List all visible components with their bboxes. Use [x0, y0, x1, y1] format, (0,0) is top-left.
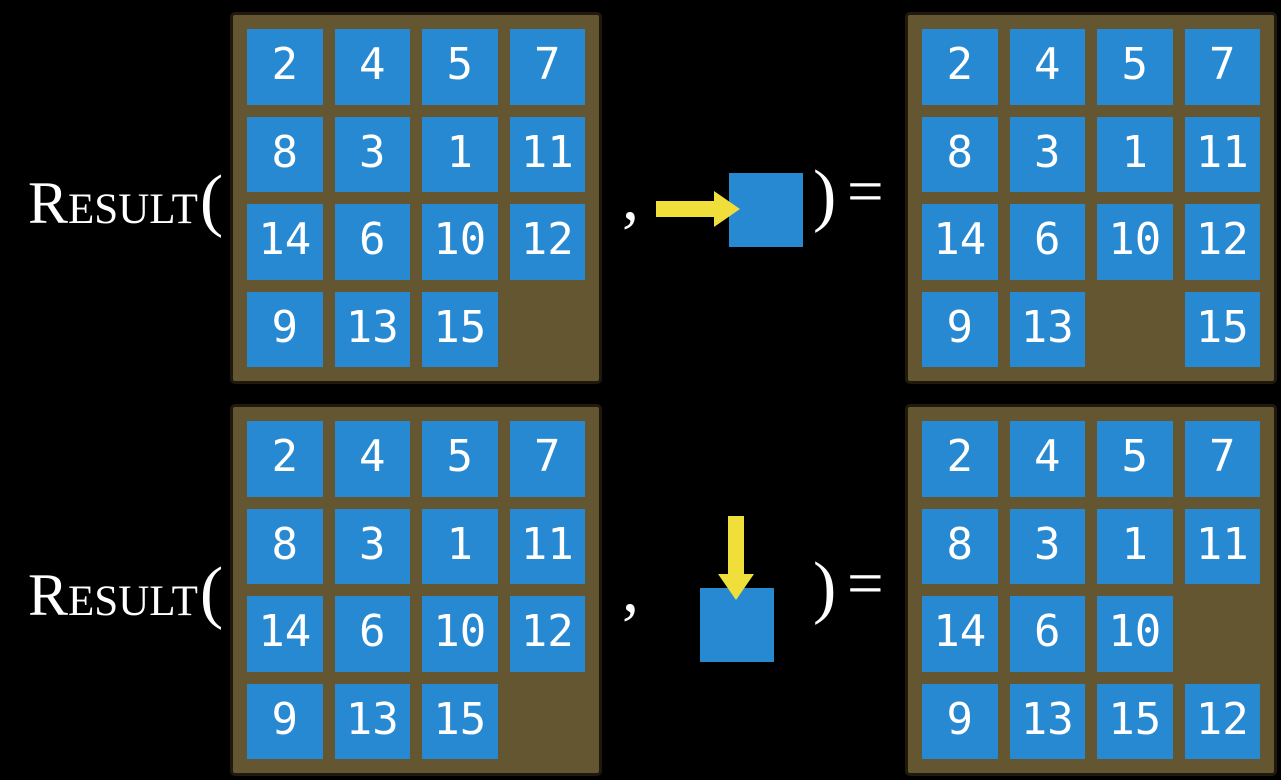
puzzle-tile: 1: [422, 508, 498, 584]
puzzle-tile: 5: [1097, 29, 1173, 105]
equals-sign: =: [847, 548, 884, 620]
puzzle-tile: 7: [509, 29, 585, 105]
result-label-initial: R: [28, 170, 69, 236]
puzzle-tile: 7: [1184, 421, 1260, 497]
puzzle-tile: 9: [922, 683, 998, 759]
puzzle-tile: 10: [422, 204, 498, 280]
puzzle-tile: 8: [922, 508, 998, 584]
puzzle-tile: 11: [509, 116, 585, 192]
puzzle-tile: 7: [509, 421, 585, 497]
puzzle-tile: 4: [1009, 29, 1085, 105]
puzzle-tile: 2: [922, 421, 998, 497]
puzzle-tile: 11: [509, 508, 585, 584]
puzzle-tile: 1: [1097, 116, 1173, 192]
equals-sign: =: [847, 156, 884, 228]
puzzle-tile: 10: [422, 596, 498, 672]
puzzle-tile: 1: [422, 116, 498, 192]
puzzle-tile: 6: [334, 204, 410, 280]
puzzle-tile: 15: [1184, 291, 1260, 367]
puzzle-tile: 9: [247, 683, 323, 759]
puzzle-tile: 6: [1009, 596, 1085, 672]
open-paren: (: [199, 162, 224, 239]
puzzle-tile: 14: [247, 596, 323, 672]
puzzle-grid-output-1: 2 4 5 7 8 3 1 11 14 6 10 12 9 13 15: [905, 12, 1277, 384]
puzzle-tile: 13: [334, 683, 410, 759]
puzzle-tile: 14: [922, 596, 998, 672]
puzzle-grid-input-1: 2 4 5 7 8 3 1 11 14 6 10 12 9 13 15: [230, 12, 602, 384]
right-arrow-icon: [656, 191, 740, 227]
open-paren: (: [199, 554, 224, 631]
puzzle-tile: 12: [1184, 204, 1260, 280]
puzzle-tile-blank: [1097, 292, 1173, 368]
puzzle-tile: 15: [1097, 683, 1173, 759]
puzzle-tile: 4: [1009, 421, 1085, 497]
result-label-initial: R: [28, 562, 69, 628]
puzzle-tile: 10: [1097, 596, 1173, 672]
puzzle-tile: 4: [334, 421, 410, 497]
puzzle-tile: 12: [1184, 683, 1260, 759]
puzzle-tile: 6: [334, 596, 410, 672]
puzzle-tile: 13: [1009, 291, 1085, 367]
puzzle-tile: 4: [334, 29, 410, 105]
puzzle-tile: 8: [247, 508, 323, 584]
puzzle-tile: 2: [922, 29, 998, 105]
argument-comma: ,: [622, 550, 639, 626]
down-arrow-icon: [718, 516, 754, 600]
puzzle-tile: 14: [922, 204, 998, 280]
puzzle-grid-output-2: 2 4 5 7 8 3 1 11 14 6 10 9 13 15 12: [905, 404, 1277, 776]
puzzle-tile: 15: [422, 291, 498, 367]
puzzle-tile: 9: [922, 291, 998, 367]
puzzle-tile: 3: [334, 116, 410, 192]
puzzle-tile: 1: [1097, 508, 1173, 584]
action-tile-square: [729, 173, 803, 247]
puzzle-tile: 10: [1097, 204, 1173, 280]
close-paren: ): [813, 549, 837, 626]
puzzle-tile: 11: [1184, 508, 1260, 584]
puzzle-tile: 13: [1009, 683, 1085, 759]
puzzle-tile: 3: [1009, 508, 1085, 584]
puzzle-tile: 5: [422, 421, 498, 497]
puzzle-tile: 11: [1184, 116, 1260, 192]
puzzle-tile-blank: [510, 684, 586, 760]
argument-comma: ,: [622, 158, 639, 234]
action-tile-square: [700, 588, 774, 662]
result-label-rest: ESULT: [68, 578, 198, 625]
puzzle-tile: 8: [247, 116, 323, 192]
result-function-label: R ESULT (: [28, 558, 223, 628]
puzzle-tile-blank: [1185, 596, 1261, 672]
puzzle-tile-blank: [510, 292, 586, 368]
puzzle-tile: 12: [509, 596, 585, 672]
puzzle-tile: 3: [334, 508, 410, 584]
puzzle-tile: 5: [422, 29, 498, 105]
puzzle-tile: 5: [1097, 421, 1173, 497]
puzzle-grid-input-2: 2 4 5 7 8 3 1 11 14 6 10 12 9 13 15: [230, 404, 602, 776]
result-function-label: R ESULT (: [28, 166, 223, 236]
puzzle-tile: 6: [1009, 204, 1085, 280]
puzzle-tile: 7: [1184, 29, 1260, 105]
close-paren: ): [813, 157, 837, 234]
puzzle-tile: 2: [247, 421, 323, 497]
puzzle-tile: 3: [1009, 116, 1085, 192]
result-label-rest: ESULT: [68, 186, 198, 233]
puzzle-tile: 2: [247, 29, 323, 105]
puzzle-tile: 12: [509, 204, 585, 280]
puzzle-tile: 8: [922, 116, 998, 192]
puzzle-tile: 13: [334, 291, 410, 367]
puzzle-tile: 9: [247, 291, 323, 367]
puzzle-tile: 14: [247, 204, 323, 280]
puzzle-tile: 15: [422, 683, 498, 759]
